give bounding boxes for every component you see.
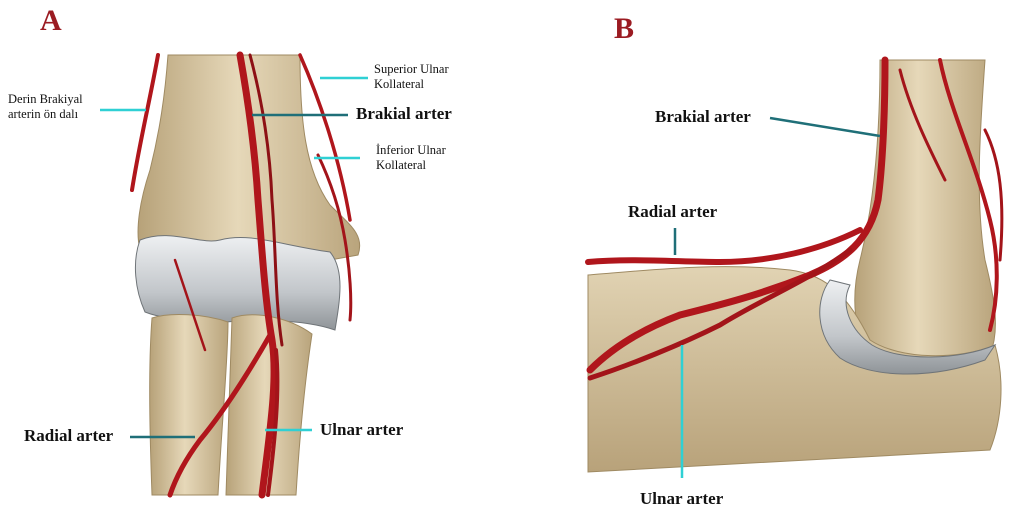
label-brakial-a: Brakial arter: [356, 104, 452, 124]
label-superior-line1: Superior Ulnar: [374, 62, 449, 77]
radius-bone: [150, 315, 228, 495]
radial-artery-b: [588, 230, 860, 262]
label-ulnar-a: Ulnar arter: [320, 420, 403, 440]
label-radial-a: Radial arter: [24, 426, 113, 446]
label-ulnar-b: Ulnar arter: [640, 489, 723, 509]
label-brakial-b: Brakial arter: [655, 107, 751, 127]
leader-brakial-b: [770, 118, 880, 136]
label-superior-ulnar: Superior Ulnar Kollateral: [374, 62, 449, 92]
label-inferior-line2: Kollateral: [376, 158, 446, 173]
label-inferior-ulnar: İnferior Ulnar Kollateral: [376, 143, 446, 173]
label-derin-brakiyal: Derin Brakiyal arterin ön dalı: [8, 92, 83, 122]
label-superior-line2: Kollateral: [374, 77, 449, 92]
panel-b-figure: [588, 60, 1002, 478]
label-derin-line1: Derin Brakiyal: [8, 92, 83, 107]
panel-label-b: B: [614, 12, 634, 46]
label-derin-line2: arterin ön dalı: [8, 107, 83, 122]
label-inferior-line1: İnferior Ulnar: [376, 143, 446, 158]
panel-label-a: A: [40, 4, 62, 38]
label-radial-b: Radial arter: [628, 202, 717, 222]
